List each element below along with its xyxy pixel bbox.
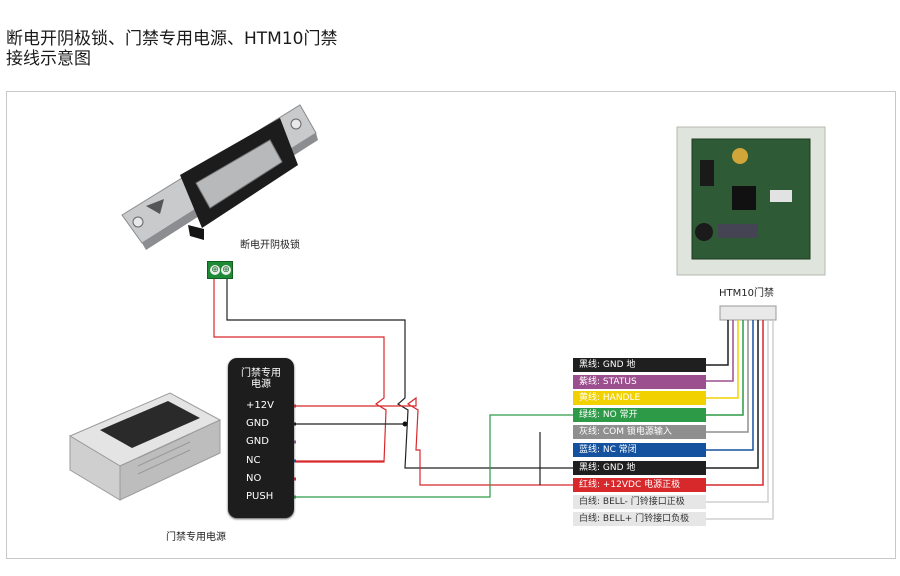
wire-label-purple-status: 紫线: STATUS (573, 375, 706, 389)
pin-gnd-1: GND (246, 418, 269, 429)
electric-strike-lock-image (121, 104, 318, 250)
wire-label-white-bell-minus: 白线: BELL- 门铃接口正极 (573, 495, 706, 509)
panel-title-line-1: 门禁专用 (241, 368, 281, 379)
pin-no: NO (246, 473, 262, 484)
wire-label-white-bell-plus: 白线: BELL+ 门铃接口负极 (573, 512, 706, 526)
lock-black-wire (226, 278, 705, 469)
controller-label: HTM10门禁 (719, 288, 774, 299)
panel-title: 门禁专用 电源 (228, 368, 294, 390)
title-line-2: 接线示意图 (6, 49, 91, 69)
diagram-title: 断电开阴极锁、门禁专用电源、HTM10门禁 接线示意图 (6, 29, 337, 69)
wire-label-black-gnd: 黑线: GND 地 (573, 358, 706, 372)
diagram-frame (6, 91, 896, 559)
pin-push: PUSH (246, 491, 274, 502)
htm10-board-image (676, 126, 826, 321)
power-supply-label: 门禁专用电源 (166, 532, 226, 543)
wire-label-gray-com: 灰线: COM 锁电源输入 (573, 425, 706, 439)
wire-label-green-no: 绿线: NO 常开 (573, 408, 706, 422)
psu-12v-wire (294, 396, 705, 486)
wire-label-black-gnd-2: 黑线: GND 地 (573, 461, 706, 475)
wire-label-yellow-handle: 黄线: HANDLE (573, 391, 706, 405)
wire-label-blue-nc: 蓝线: NC 常闭 (573, 443, 706, 457)
power-supply-image (68, 392, 222, 501)
screw-icon: ⊕ (221, 265, 231, 275)
lock-terminal-block: ⊕ ⊕ (207, 261, 233, 279)
pin-nc: NC (246, 455, 261, 466)
screw-icon: ⊕ (210, 265, 220, 275)
panel-title-line-2: 电源 (251, 379, 271, 390)
lock-red-wire (213, 278, 387, 463)
wire-label-red-12vdc: 红线: +12VDC 电源正极 (573, 478, 706, 492)
title-line-1: 断电开阴极锁、门禁专用电源、HTM10门禁 (6, 29, 338, 49)
lock-label: 断电开阴极锁 (240, 240, 300, 251)
power-supply-panel: 门禁专用 电源 +12V GND GND NC NO PUSH (228, 358, 294, 518)
pin-12v: +12V (246, 400, 274, 411)
pin-gnd-2: GND (246, 436, 269, 447)
